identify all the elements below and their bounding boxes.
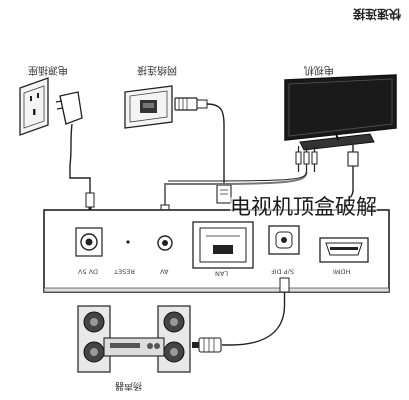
port-label-hdmi: HDMI [333,267,351,276]
optical-cable [192,277,290,353]
power-outlet-icon [19,77,49,136]
power-cable [69,123,91,200]
dc-plug-icon [85,192,95,208]
overlay-caption: 电视机顶盒破解 [230,195,377,219]
ethernet-cable [206,103,225,185]
dc-port[interactable] [75,227,103,257]
speaker-label: 扬声器 [115,380,143,390]
network-jack-icon [124,85,173,129]
port-label-av: AV [160,267,169,276]
tv-icon [284,74,397,151]
power-outlet-label: 电源插座 [28,64,68,75]
power-adapter-icon [55,91,83,125]
page-title: 快速连接 [352,7,401,21]
hdmi-port[interactable] [319,237,369,263]
spdif-port[interactable] [268,225,300,255]
port-label-lan: LAN [215,269,229,278]
network-label: 网络连接 [137,64,177,75]
amplifier-icon [103,337,165,357]
av-port[interactable] [157,235,173,251]
reset-pinhole[interactable] [126,240,130,244]
port-label-spdif: S/P DIF [271,267,294,276]
ethernet-plug-icon [174,97,208,111]
port-label-reset: RESET [114,267,135,276]
tv-label: 电视机 [304,64,334,75]
lan-port[interactable] [192,221,254,269]
port-label-dc: DV 5V [78,267,98,276]
